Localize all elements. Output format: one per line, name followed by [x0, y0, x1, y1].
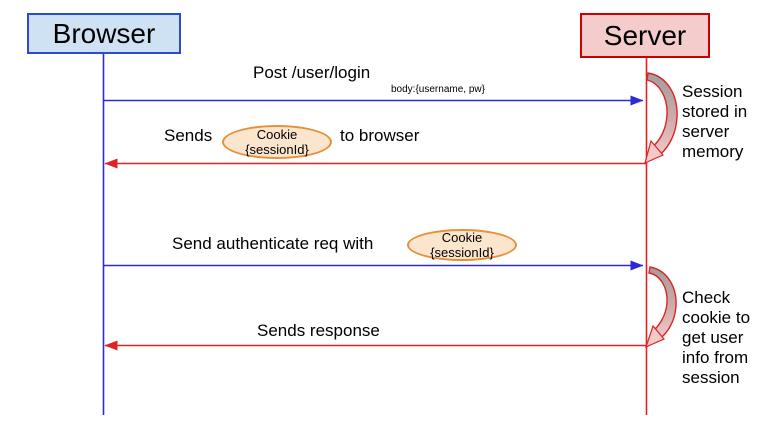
- message-label-sends-response: Sends response: [257, 321, 380, 340]
- annotation-session-stored: Session stored in server memory: [682, 82, 748, 161]
- cookie-2-title: Cookie: [441, 230, 483, 245]
- cookie-2-session-id: {sessionId}: [430, 245, 494, 260]
- self-loop-arrow-session-store: [644, 72, 678, 165]
- message-sublabel-body-params: body:{username, pw}: [391, 84, 485, 95]
- message-label-authenticate-req: Send authenticate req with: [172, 234, 374, 253]
- cookie-1-session-id: {sessionId}: [245, 142, 309, 157]
- annotation-check-cookie: Check cookie to get user info from sessi…: [682, 288, 751, 387]
- actor-browser-box: Browser: [27, 13, 181, 54]
- message-label-sends: Sends: [164, 126, 213, 145]
- actor-server-label: Server: [603, 19, 687, 51]
- cookie-ellipse-1: Cookie {sessionId}: [222, 125, 332, 159]
- message-label-to-browser: to browser: [340, 126, 420, 145]
- cookie-1-title: Cookie: [256, 127, 298, 142]
- self-loop-arrow-check-cookie: [645, 266, 677, 349]
- cookie-ellipse-2: Cookie {sessionId}: [407, 229, 517, 261]
- message-label-post-login: Post /user/login: [253, 63, 371, 82]
- actor-browser-label: Browser: [52, 17, 156, 49]
- actor-server-box: Server: [580, 13, 710, 58]
